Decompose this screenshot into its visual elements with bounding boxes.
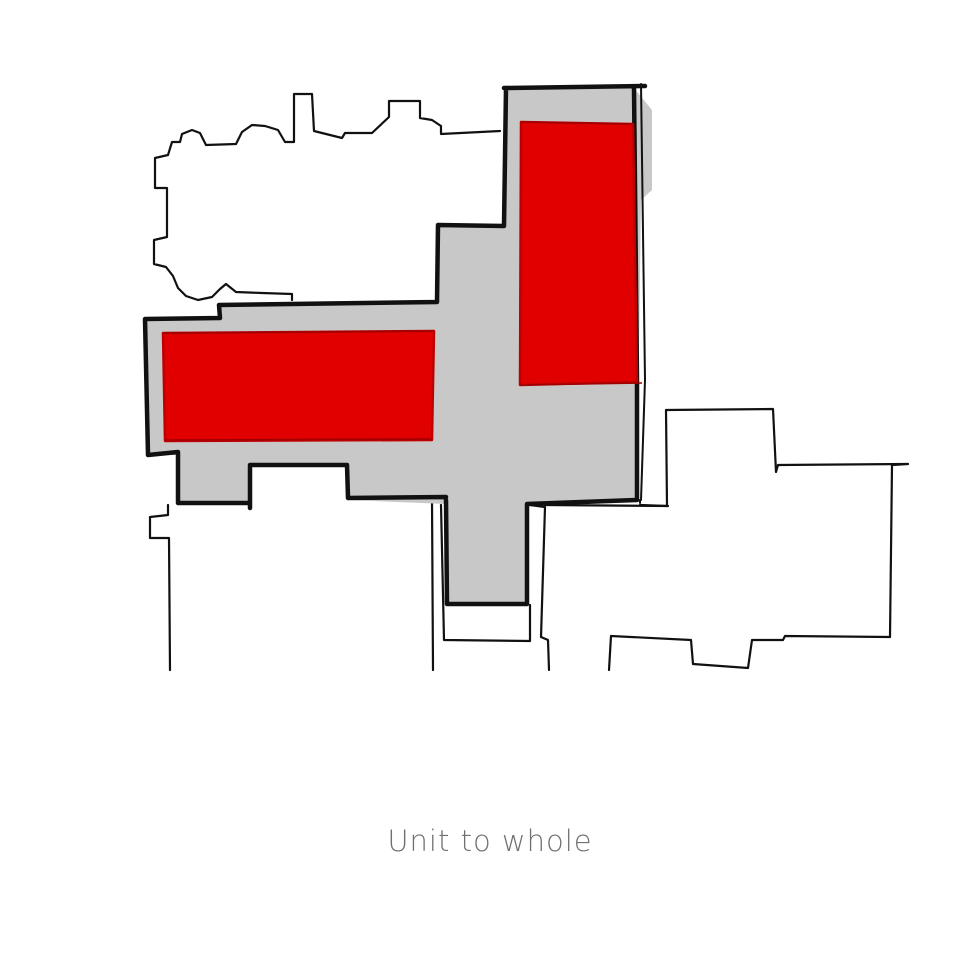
context-building-bottom-center-right [528, 503, 551, 672]
unit-vertical [518, 120, 639, 387]
diagram-caption: Unit to whole [387, 824, 593, 858]
composite-outline-accent [639, 83, 647, 504]
unit-horizontal [161, 329, 436, 443]
context-building-bottom-left [148, 503, 172, 672]
red-units [161, 120, 643, 443]
context-buildings [148, 92, 910, 672]
context-building-top-left [152, 92, 502, 302]
context-building-bottom-center [439, 503, 532, 643]
unit-vertical-edge [519, 121, 643, 386]
unit-horizontal-edge [162, 330, 435, 441]
context-line-bottom-right-top [543, 503, 670, 508]
context-lines-bottom-middle [430, 498, 435, 672]
context-building-bottom-right [607, 407, 910, 672]
